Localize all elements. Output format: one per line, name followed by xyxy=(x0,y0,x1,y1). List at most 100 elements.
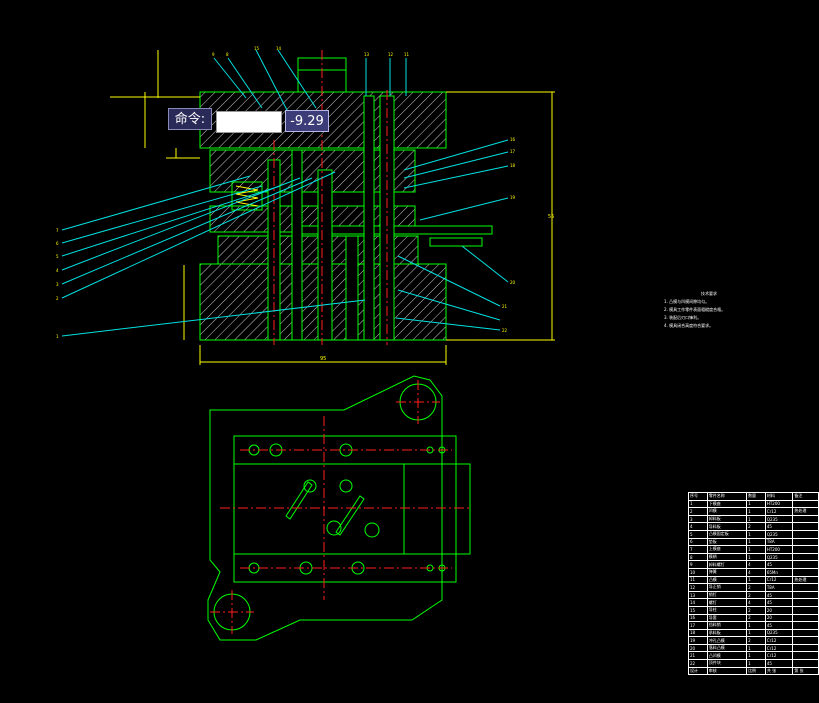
bom-cell: 承料板 xyxy=(706,628,748,638)
bom-cell xyxy=(792,598,819,607)
bom-cell: 18 xyxy=(688,628,708,638)
bom-cell: 比例 xyxy=(746,666,766,676)
bom-cell: 17 xyxy=(688,621,708,630)
svg-text:13: 13 xyxy=(364,52,370,57)
bom-cell xyxy=(792,583,819,592)
bom-cell: 20 xyxy=(764,605,794,615)
bom-cell: 1 xyxy=(746,643,766,653)
bom-cell: 1 xyxy=(746,621,766,630)
bom-cell: 21 xyxy=(688,651,708,661)
bom-cell: 45 xyxy=(764,598,794,607)
bom-cell: 垫板 xyxy=(706,537,748,547)
bom-cell: 落料凸模 xyxy=(706,643,748,653)
command-input[interactable] xyxy=(216,111,282,133)
bom-cell: 导正销 xyxy=(706,583,748,592)
svg-text:3: 3 xyxy=(56,282,59,287)
svg-text:8: 8 xyxy=(226,52,229,57)
bom-cell xyxy=(792,514,819,524)
bom-cell: 序号 xyxy=(688,492,708,501)
plan-view xyxy=(207,375,471,641)
svg-text:2: 2 xyxy=(56,296,59,301)
bom-cell: 螺钉 xyxy=(706,598,748,607)
bom-cell: 1 xyxy=(746,651,766,661)
bom-cell xyxy=(792,537,819,547)
bom-cell: 冲孔凸模 xyxy=(706,636,748,645)
bom-cell: 45 xyxy=(764,659,794,668)
dimension-height-label: 55 xyxy=(548,214,554,220)
bom-cell: 19 xyxy=(688,636,708,645)
bom-cell: 1 xyxy=(746,514,766,524)
bom-cell: 导柱 xyxy=(706,605,748,615)
svg-text:17: 17 xyxy=(510,149,516,154)
bom-cell: 凹模 xyxy=(706,507,748,516)
svg-text:6: 6 xyxy=(56,241,59,246)
leader-lines xyxy=(61,49,509,337)
bom-cell: Cr12 xyxy=(764,643,794,653)
bom-cell: Q235 xyxy=(764,514,794,524)
bom-cell: 1 xyxy=(746,537,766,547)
bom-cell: 5 xyxy=(688,529,708,539)
command-line: 命令: -9.29 xyxy=(168,108,330,134)
bom-cell xyxy=(792,522,819,531)
bom-cell: 20 xyxy=(764,613,794,623)
bom-cell: 8 xyxy=(688,552,708,562)
bom-cell: 导料板 xyxy=(706,522,748,531)
bom-cell: 材料 xyxy=(764,492,794,501)
bom-cell: 1 xyxy=(746,552,766,562)
bom-cell: HT200 xyxy=(764,545,794,554)
bom-cell xyxy=(792,621,819,630)
bom-cell: Q235 xyxy=(764,552,794,562)
bom-cell: 1 xyxy=(746,628,766,638)
bom-cell xyxy=(792,605,819,615)
bom-cell: 设计 xyxy=(688,666,708,676)
bom-cell: 2 xyxy=(746,636,766,645)
bom-cell: 4 xyxy=(746,560,766,569)
bom-cell: Q235 xyxy=(764,529,794,539)
bom-cell: 挡料销 xyxy=(706,621,748,630)
dimension-width-label: 95 xyxy=(320,356,326,362)
bom-cell xyxy=(792,567,819,577)
svg-text:1: 1 xyxy=(56,334,59,339)
bom-cell xyxy=(792,628,819,638)
bom-cell xyxy=(792,499,819,509)
bom-cell: 卸料螺钉 xyxy=(706,560,748,569)
bom-cell: 10 xyxy=(688,567,708,577)
svg-text:11: 11 xyxy=(404,52,410,57)
technical-requirement-item: 4. 模具闭合高度符合要求。 xyxy=(664,323,714,328)
bom-cell xyxy=(792,529,819,539)
bom-cell: 共 张 xyxy=(764,666,794,676)
bom-cell xyxy=(792,636,819,645)
bom-cell: 2 xyxy=(746,590,766,600)
bom-cell: 12 xyxy=(688,583,708,592)
bom-cell: Cr12 xyxy=(764,575,794,585)
bom-cell: 凸模固定板 xyxy=(706,529,748,539)
bom-cell: 1 xyxy=(746,575,766,585)
bom-cell: 15 xyxy=(688,605,708,615)
bom-cell: 数量 xyxy=(746,492,766,501)
bom-cell: 1 xyxy=(746,545,766,554)
bom-cell xyxy=(792,643,819,653)
svg-text:7: 7 xyxy=(56,228,59,233)
bom-cell: 65Mn xyxy=(764,567,794,577)
bom-cell: Q235 xyxy=(764,628,794,638)
bom-cell xyxy=(792,651,819,661)
bom-cell: 下模座 xyxy=(706,499,748,509)
technical-requirement-item: 1. 凸模与凹模间隙均匀。 xyxy=(664,299,710,304)
bom-cell: 3 xyxy=(688,514,708,524)
